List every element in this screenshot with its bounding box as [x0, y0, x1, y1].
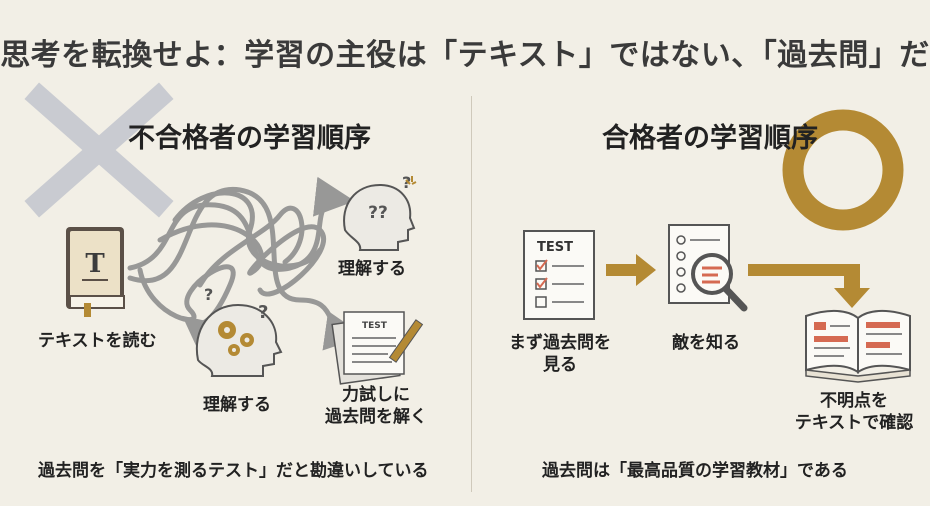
step1-label-line2: 見る: [543, 355, 577, 375]
checklist-sheet-text: TEST: [537, 240, 573, 255]
tangled-lines: [127, 176, 365, 357]
confused-head-icon: ?? ?: [343, 173, 417, 251]
circle-mark-icon: [782, 109, 904, 231]
book-icon: T: [66, 227, 125, 317]
svg-text:?: ?: [204, 285, 213, 304]
step3-label-line2: テキストで確認: [794, 413, 914, 433]
svg-text:??: ??: [368, 203, 388, 223]
magnifier-document-icon: [668, 224, 748, 312]
right-heading: 合格者の学習順序: [602, 123, 818, 154]
cross-mark-icon: [24, 82, 174, 218]
read-text-label: テキストを読む: [38, 331, 157, 351]
left-caption: 過去問を「実力を測るテスト」だと勘違いしている: [38, 461, 429, 481]
understand-top-label: 理解する: [338, 259, 406, 279]
step-arrow-1: [606, 254, 656, 286]
thinking-head-icon: ? ?: [195, 285, 283, 377]
test-paper-icon: TEST: [331, 311, 424, 385]
svg-text:?: ?: [402, 173, 411, 192]
step3-label-line1: 不明点を: [820, 391, 888, 411]
test-paper-text: TEST: [362, 321, 388, 331]
column-divider: [471, 96, 472, 492]
open-book-icon: [805, 310, 911, 383]
checklist-sheet-icon: TEST: [523, 230, 595, 320]
book-letter: T: [85, 249, 105, 279]
understand-bottom-label: 理解する: [203, 395, 271, 415]
test-label-line2: 過去問を解く: [325, 407, 427, 427]
left-heading: 不合格者の学習順序: [128, 123, 371, 154]
svg-text:?: ?: [258, 302, 268, 323]
step1-label-line1: まず過去問を: [509, 333, 611, 353]
right-caption: 過去問は「最高品質の学習教材」である: [542, 461, 848, 481]
step-arrow-2: [748, 264, 870, 308]
step2-label: 敵を知る: [672, 333, 740, 353]
page-title: 思考を転換せよ：学習の主役は「テキスト」ではない、「過去問」だ: [0, 38, 930, 73]
test-label-line1: 力試しに: [342, 385, 410, 405]
